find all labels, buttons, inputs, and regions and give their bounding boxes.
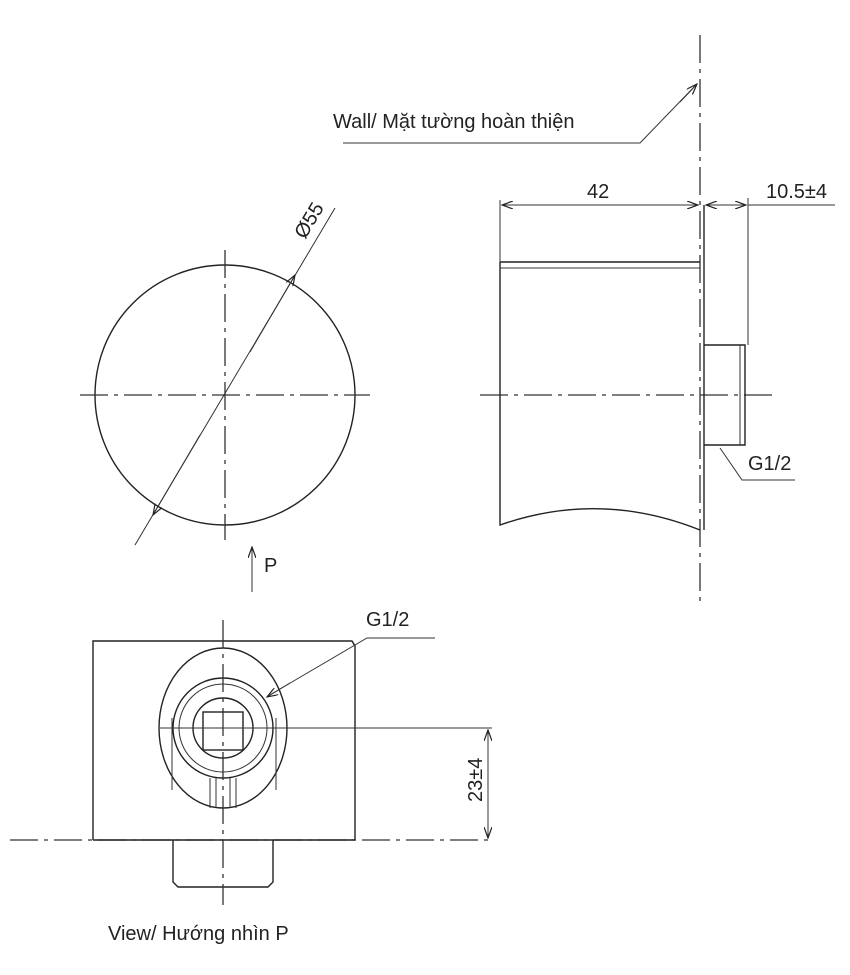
diameter-label: Ø55 xyxy=(290,199,328,243)
bottom-view: 23±4 G1/2 View/ Hướng nhìn P xyxy=(10,609,492,945)
fitting-outline xyxy=(704,344,746,446)
view-caption: View/ Hướng nhìn P xyxy=(108,923,289,945)
depth-dimension: 42 xyxy=(587,181,609,203)
view-arrow: P xyxy=(252,547,277,592)
thread-label-bottom: G1/2 xyxy=(366,609,409,631)
plate-outline xyxy=(92,640,356,840)
front-view: Ø55 xyxy=(80,199,370,546)
wall-label: Wall/ Mặt tường hoàn thiện xyxy=(333,111,574,133)
body-outline xyxy=(499,261,701,531)
offset-dimension: 10.5±4 xyxy=(766,181,827,203)
thread-label-side: G1/2 xyxy=(748,453,791,475)
side-view: 42 10.5±4 G1/2 Wall/ Mặt tường hoàn thiệ… xyxy=(333,35,835,605)
height-dimension: 23±4 xyxy=(465,758,487,802)
view-arrow-label: P xyxy=(264,555,277,577)
